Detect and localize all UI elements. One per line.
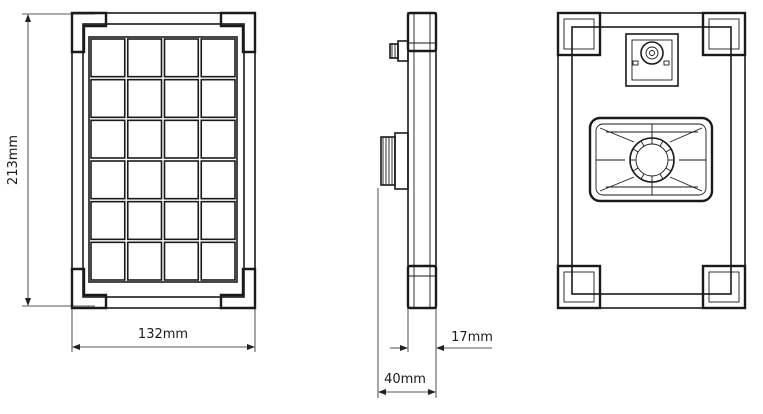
- mount-gear-teeth: [630, 138, 674, 182]
- back-view: [556, 11, 747, 310]
- solar-cell: [90, 38, 126, 78]
- depth-label: 40mm: [384, 372, 426, 387]
- side-top-cap: [406, 11, 438, 53]
- solar-cell: [126, 78, 163, 119]
- solar-cell: [126, 241, 163, 281]
- back-outer-frame: [557, 12, 746, 309]
- depth-dimension: 40mm: [377, 188, 437, 398]
- solar-cell: [200, 160, 236, 200]
- solar-cell: [90, 160, 126, 200]
- back-connector-box: [625, 33, 679, 87]
- side-body: [407, 12, 437, 309]
- side-connector: [389, 40, 409, 62]
- solar-cell: [163, 241, 200, 281]
- front-outer-frame: [71, 12, 256, 309]
- solar-cell: [163, 160, 200, 200]
- solar-cell: [126, 119, 163, 159]
- solar-cell: [163, 200, 200, 241]
- solar-cell: [200, 241, 236, 281]
- solar-cell: [90, 78, 126, 119]
- solar-cell: [126, 38, 163, 78]
- solar-cell: [163, 38, 200, 78]
- mount-gear: [629, 137, 675, 183]
- solar-cell: [163, 78, 200, 119]
- back-mount-plate: [588, 116, 714, 203]
- height-label: 213mm: [6, 135, 21, 185]
- width-label: 132mm: [138, 327, 188, 342]
- front-corner-brackets: [70, 11, 257, 310]
- solar-cell: [200, 200, 236, 241]
- thickness-label: 17mm: [451, 330, 493, 345]
- front-view: [70, 11, 257, 310]
- solar-cell: [200, 38, 236, 78]
- height-dimension: 213mm: [6, 13, 95, 307]
- back-corner-blocks: [556, 11, 747, 310]
- solar-cell-grid: [90, 38, 236, 281]
- thickness-dimension: 17mm: [390, 308, 493, 352]
- width-dimension: 132mm: [71, 308, 256, 352]
- front-inner-frame: [82, 23, 245, 298]
- solar-cell: [200, 78, 236, 119]
- solar-panel-area: [88, 36, 238, 283]
- solar-cell: [126, 160, 163, 200]
- solar-cell: [90, 200, 126, 241]
- back-inner-frame: [571, 26, 732, 295]
- solar-cell: [90, 241, 126, 281]
- side-view: [380, 11, 438, 310]
- solar-cell: [200, 119, 236, 159]
- solar-cell: [163, 119, 200, 159]
- solar-cell: [90, 119, 126, 159]
- side-bottom-cap: [406, 264, 438, 310]
- solar-cell: [126, 200, 163, 241]
- side-mount-stud: [380, 132, 409, 190]
